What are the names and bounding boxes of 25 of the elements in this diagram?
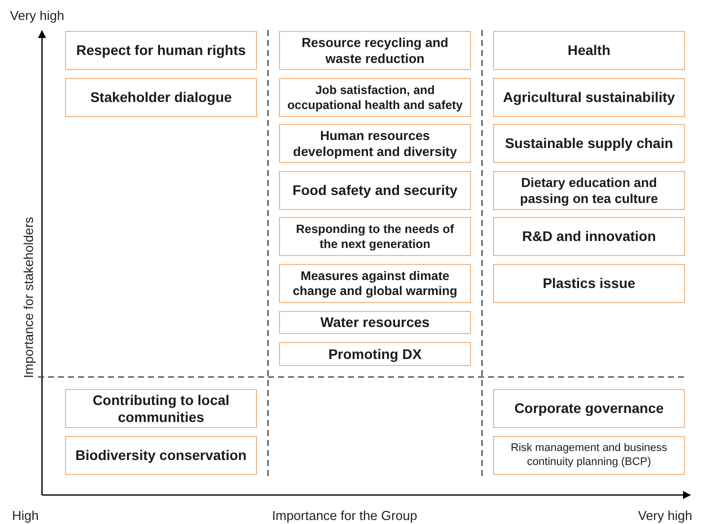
- topic-box: Job satisfaction, and occupational health and safety: [279, 78, 471, 117]
- topic-box: Food safety and security: [279, 171, 471, 210]
- topic-box: Resource recycling and waste reduction: [279, 31, 471, 70]
- topic-box: Water resources: [279, 311, 471, 334]
- topic-box: Dietary education and passing on tea culture: [493, 171, 685, 210]
- topic-box: Risk management and business continuity planning (BCP): [493, 436, 685, 475]
- axis-title: Importance for stakeholders: [21, 216, 36, 378]
- topic-box: Agricultural sustainability: [493, 78, 685, 117]
- topic-box: Respect for human rights: [65, 31, 257, 70]
- topic-box: R&D and innovation: [493, 217, 685, 256]
- topic-box: Human resources development and diversity: [279, 124, 471, 163]
- topic-box: Contributing to local communities: [65, 389, 257, 428]
- topic-box: Responding to the needs of the next generation: [279, 217, 471, 256]
- topic-box: Health: [493, 31, 685, 70]
- axis-label: Importance for the Group: [272, 508, 418, 523]
- axis-label: Very high: [638, 508, 692, 523]
- axis-label: Very high: [10, 8, 64, 23]
- topic-box: Plastics issue: [493, 264, 685, 303]
- topic-box: Stakeholder dialogue: [65, 78, 257, 117]
- axis-label: High: [12, 508, 39, 523]
- topic-box: Corporate governance: [493, 389, 685, 428]
- topic-box: Sustainable supply chain: [493, 124, 685, 163]
- topic-box: Measures against dimate change and global warming: [279, 264, 471, 303]
- topic-box: Promoting DX: [279, 342, 471, 366]
- topic-box: Biodiversity conservation: [65, 436, 257, 475]
